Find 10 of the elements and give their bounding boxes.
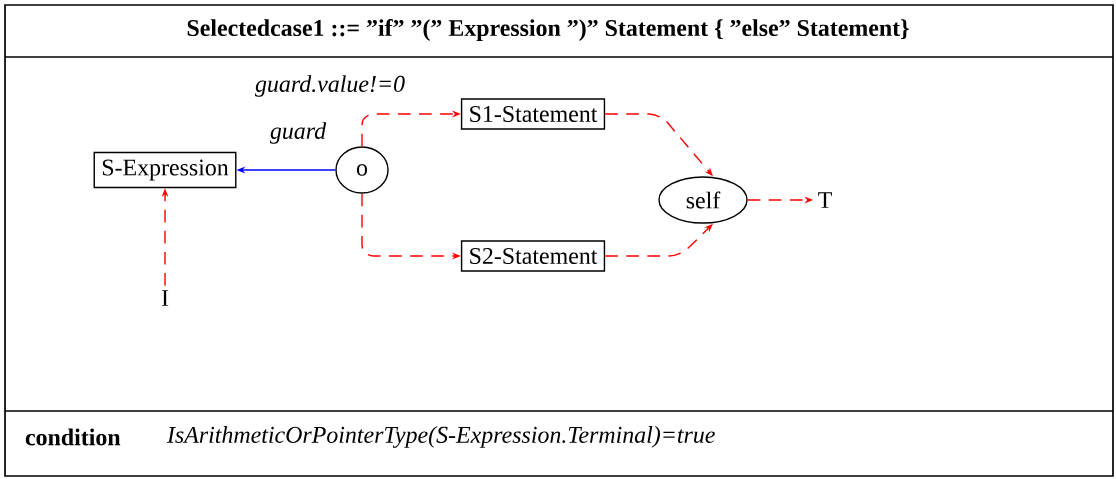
edge-label: guard	[269, 122, 327, 144]
edge-label: guard.value!=0	[255, 75, 405, 97]
title: Selectedcase1 ::= ”if” ”(” Expression ”)” Statement { ”else” Statement}	[187, 19, 909, 41]
process-box: S1-Statement	[460, 98, 606, 130]
process-box: S2-Statement	[460, 240, 606, 272]
condition-keyword: condition	[25, 428, 121, 446]
terminal-label: I	[161, 290, 169, 306]
terminal-label: T	[818, 192, 832, 208]
condition-expression: IsArithmeticOrPointerType(S-Expression.Terminal)=true	[166, 426, 715, 448]
process-box: S-Expression	[93, 151, 237, 189]
